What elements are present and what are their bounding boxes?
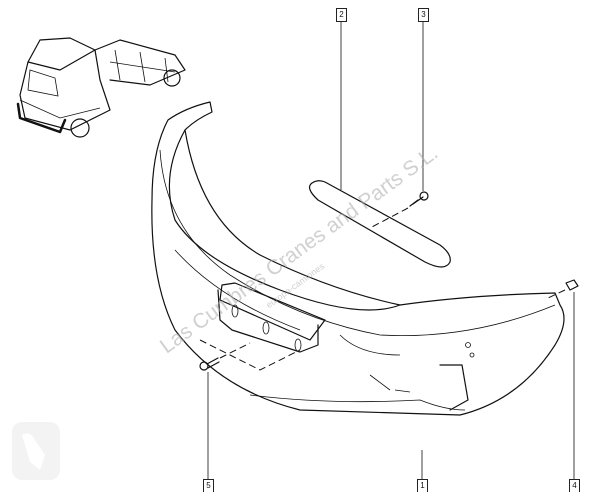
callout-5: 5 (203, 479, 214, 492)
callout-2: 2 (336, 8, 347, 22)
lower-grille-strip (217, 282, 326, 353)
bumper-outline (151, 101, 565, 416)
screw-3 (369, 191, 429, 229)
leader-lines (207, 21, 575, 480)
clip-nut-4 (547, 279, 579, 299)
grille-part (308, 180, 451, 268)
callout-1: 1 (417, 479, 428, 492)
callout-3: 3 (418, 8, 429, 22)
callout-4: 4 (569, 479, 580, 492)
screw-5 (199, 339, 301, 371)
van-thumbnail (16, 37, 186, 138)
watermark-logo (12, 422, 60, 480)
